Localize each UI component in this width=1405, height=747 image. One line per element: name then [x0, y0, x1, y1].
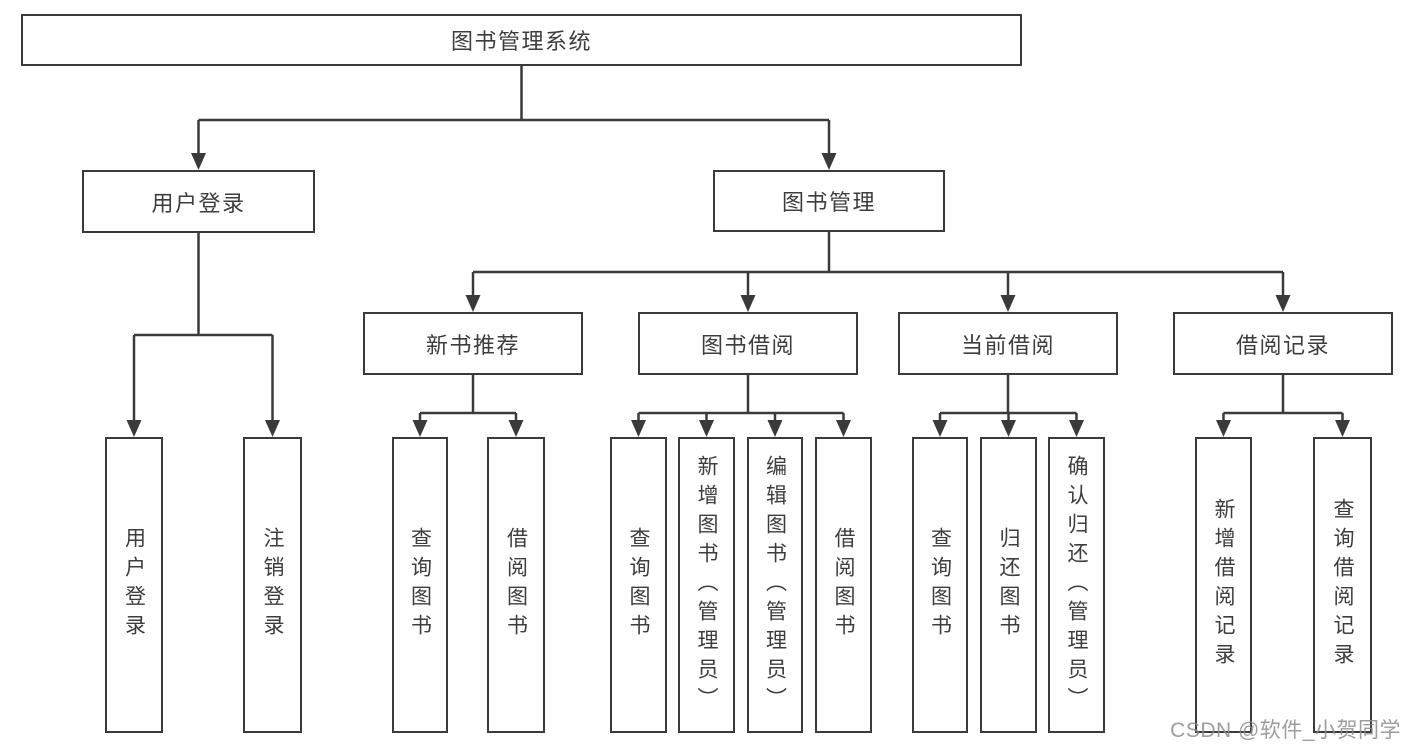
node-leaf-search-books-borrowing: 查询图书	[610, 437, 667, 733]
leaf-label: 编辑图书（管理员）	[763, 454, 787, 716]
node-user-login: 用户登录	[82, 170, 315, 233]
node-leaf-edit-book-admin: 编辑图书（管理员）	[747, 437, 803, 733]
node-leaf-add-book-admin: 新增图书（管理员）	[678, 437, 735, 733]
node-book-borrowing: 图书借阅	[638, 312, 858, 375]
watermark: CSDN @软件_小贺同学	[1170, 719, 1401, 742]
node-leaf-search-books-recommend: 查询图书	[392, 437, 448, 733]
leaf-label: 归还图书	[997, 527, 1020, 643]
leaf-label: 查询借阅记录	[1331, 498, 1354, 672]
node-leaf-borrow-book: 借阅图书	[815, 437, 872, 733]
node-book-management: 图书管理	[713, 170, 945, 232]
leaf-label: 用户登录	[122, 527, 146, 643]
node-current-borrowing: 当前借阅	[898, 312, 1118, 375]
leaf-label: 借阅图书	[832, 527, 855, 643]
leaf-label: 新增图书（管理员）	[695, 454, 718, 716]
node-leaf-confirm-return-admin: 确认归还（管理员）	[1048, 437, 1105, 733]
leaf-label: 查询图书	[928, 527, 952, 643]
node-leaf-borrow-book-recommend: 借阅图书	[487, 437, 545, 733]
node-borrowing-records: 借阅记录	[1173, 312, 1393, 375]
leaf-label: 确认归还（管理员）	[1065, 454, 1088, 716]
leaf-label: 注销登录	[261, 527, 284, 643]
leaf-label: 新增借阅记录	[1212, 498, 1235, 672]
node-leaf-add-borrow-record: 新增借阅记录	[1195, 437, 1252, 733]
node-new-book-recommend: 新书推荐	[363, 312, 583, 375]
node-library-management-system: 图书管理系统	[21, 14, 1022, 66]
leaf-label: 查询图书	[408, 527, 432, 643]
node-leaf-return-book: 归还图书	[980, 437, 1037, 733]
node-leaf-search-books-current: 查询图书	[912, 437, 968, 733]
node-leaf-search-borrow-record: 查询借阅记录	[1313, 437, 1372, 733]
node-leaf-logout: 注销登录	[243, 437, 302, 733]
leaf-label: 借阅图书	[504, 527, 528, 643]
arrowhead-icons	[126, 153, 1350, 437]
node-leaf-user-login: 用户登录	[105, 437, 163, 733]
leaf-label: 查询图书	[627, 527, 650, 643]
